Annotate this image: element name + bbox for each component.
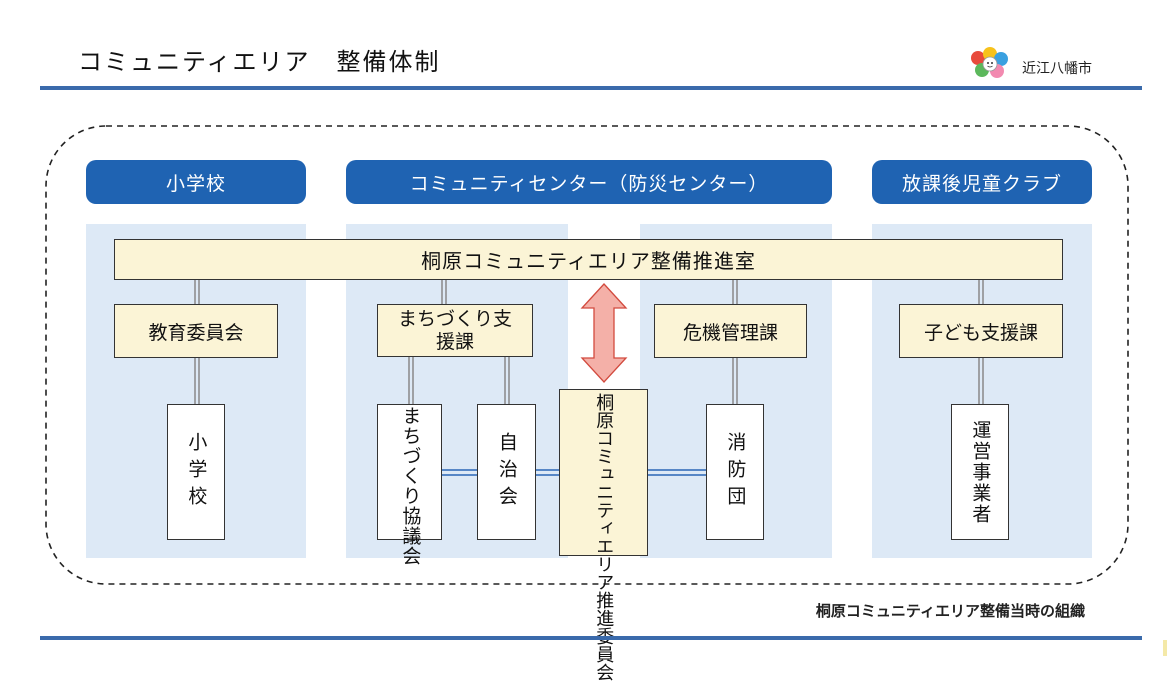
corner-mark bbox=[1163, 640, 1167, 656]
footer-divider bbox=[40, 636, 1142, 640]
elementary-school-label: 小学校 bbox=[185, 431, 208, 513]
club-operator-label: 運営事業者 bbox=[969, 419, 992, 525]
fire-brigade-label: 消防団 bbox=[724, 431, 747, 513]
promotion-office-box: 桐原コミュニティエリア整備推進室 bbox=[114, 239, 1063, 280]
footer-note: 桐原コミュニティエリア整備当時の組織 bbox=[815, 602, 1085, 620]
header-divider bbox=[40, 86, 1142, 90]
machizukuri-council-box: まちづくり協議会 bbox=[377, 404, 442, 566]
machizukuri-support-box: まちづくり支援課 bbox=[377, 304, 533, 357]
club-operator-box: 運営事業者 bbox=[951, 404, 1009, 540]
area-committee-label: 桐原コミュニティエリア推進委員会 bbox=[593, 392, 615, 681]
child-support-box: 子ども支援課 bbox=[899, 304, 1063, 358]
header-community-center: コミュニティセンター（防災センター） bbox=[346, 160, 832, 204]
area-committee-box: 桐原コミュニティエリア推進委員会 bbox=[559, 389, 648, 681]
header-after-school-club: 放課後児童クラブ bbox=[872, 160, 1092, 204]
crisis-management-box: 危機管理課 bbox=[654, 304, 807, 358]
neighborhood-assoc-label: 自治会 bbox=[495, 431, 518, 513]
elementary-school-box: 小学校 bbox=[167, 404, 225, 540]
education-board-box: 教育委員会 bbox=[114, 304, 278, 358]
city-name: 近江八幡市 bbox=[1022, 61, 1092, 77]
double-arrow-icon bbox=[580, 283, 628, 383]
machizukuri-council-label: まちづくり協議会 bbox=[399, 406, 422, 566]
neighborhood-assoc-box: 自治会 bbox=[477, 404, 536, 540]
city-mascot-logo bbox=[971, 47, 1008, 78]
page-title: コミュニティエリア 整備体制 bbox=[78, 48, 441, 76]
header-school: 小学校 bbox=[86, 160, 306, 204]
machizukuri-support-label: まちづくり支援課 bbox=[397, 307, 512, 353]
fire-brigade-box: 消防団 bbox=[706, 404, 764, 540]
